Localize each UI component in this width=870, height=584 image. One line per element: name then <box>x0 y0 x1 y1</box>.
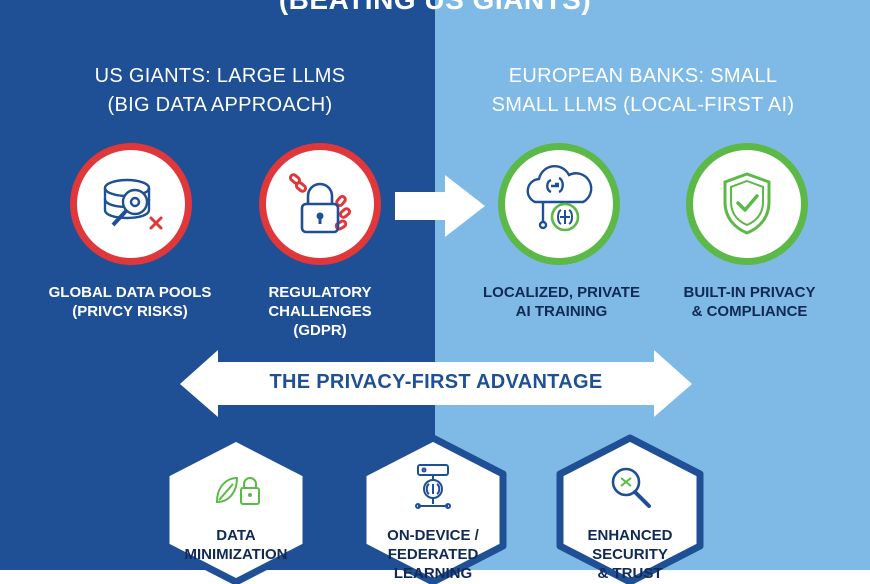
privacy-advantage-banner <box>180 350 692 417</box>
database-search-icon <box>103 178 163 230</box>
advantage-caption: ON-DEVICE / FEDERATED LEARNING <box>367 526 499 583</box>
page-title: (BEATING US GIANTS) <box>0 0 870 16</box>
caption-line: CHALLENGES <box>268 303 372 320</box>
right-heading: EUROPEAN BANKS: SMALL SMALL LLMS (LOCAL-… <box>478 62 808 120</box>
global-data-pools-caption: GLOBAL DATA POOLS (PRIVCY RISKS) <box>40 283 220 321</box>
caption-line: BUILT-IN PRIVACY <box>683 284 816 301</box>
right-heading-line: SMALL LLMS (LOCAL-FIRST AI) <box>491 94 795 116</box>
device-brain-icon <box>415 464 451 509</box>
caption-line: (GDPR) <box>293 322 347 339</box>
advantage-caption: DATA MINIMIZATION <box>170 526 302 564</box>
chain-lock-icon <box>288 173 352 234</box>
caption-line: REGULATORY <box>268 284 372 301</box>
caption-line: SECURITY <box>592 546 668 563</box>
advantage-data-minimization: DATA MINIMIZATION <box>160 434 312 584</box>
banner-label: THE PRIVACY-FIRST ADVANTAGE <box>269 371 603 393</box>
global-data-pools-circle <box>70 143 192 265</box>
advantage-on-device-learning: ON-DEVICE / FEDERATED LEARNING <box>357 434 509 584</box>
advantage-enhanced-security: ENHANCED SECURITY & TRUST <box>554 434 706 584</box>
caption-line: GLOBAL DATA POOLS <box>48 284 212 301</box>
left-heading: US GIANTS: LARGE LLMS (BIG DATA APPROACH… <box>70 62 370 120</box>
caption-line: ENHANCED <box>587 527 673 544</box>
cloud-brain-icon <box>526 164 593 232</box>
caption-line: & COMPLIANCE <box>691 303 808 320</box>
shield-check-icon <box>723 172 771 235</box>
regulatory-challenges-caption: REGULATORY CHALLENGES (GDPR) <box>240 283 400 340</box>
caption-line: (PRIVCY RISKS) <box>72 303 188 320</box>
localized-training-caption: LOCALIZED, PRIVATE AI TRAINING <box>474 283 649 321</box>
localized-training-circle <box>498 143 620 265</box>
left-heading-line: US GIANTS: LARGE LLMS <box>94 65 346 87</box>
transition-arrow-icon <box>395 175 485 237</box>
caption-line: ON-DEVICE / <box>387 527 479 544</box>
advantage-caption: ENHANCED SECURITY & TRUST <box>564 526 696 583</box>
regulatory-challenges-circle <box>259 143 381 265</box>
right-heading-line: EUROPEAN BANKS: SMALL <box>508 65 778 87</box>
built-in-privacy-circle <box>686 143 808 265</box>
caption-line: DATA <box>216 527 256 544</box>
magnifier-icon <box>611 467 651 508</box>
caption-line: AI TRAINING <box>515 303 608 320</box>
caption-line: FEDERATED <box>387 546 479 563</box>
caption-line: LEARNING <box>393 565 473 582</box>
built-in-privacy-caption: BUILT-IN PRIVACY & COMPLIANCE <box>662 283 837 321</box>
caption-line: LOCALIZED, PRIVATE <box>483 284 640 301</box>
left-heading-line: (BIG DATA APPROACH) <box>107 94 333 116</box>
caption-line: MINIMIZATION <box>184 546 288 563</box>
leaf-lock-icon <box>215 476 260 505</box>
caption-line: & TRUST <box>597 565 663 582</box>
